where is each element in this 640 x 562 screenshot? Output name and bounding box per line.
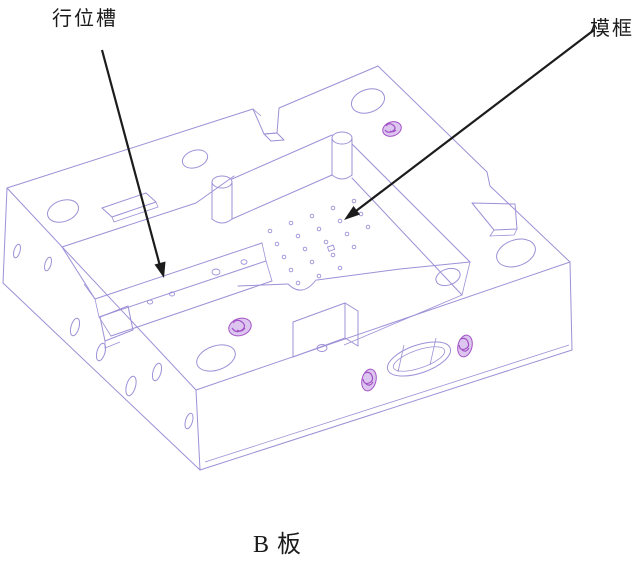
label-mold-frame: 模框 [590, 18, 634, 40]
pry-slot-hatched [457, 334, 473, 358]
threaded-hole-hatched [382, 121, 402, 137]
figure-caption: B 板 [253, 532, 303, 558]
ejector-hole-pattern [267, 198, 371, 286]
side-face-holes-left [13, 243, 194, 430]
top-face-holes [181, 88, 536, 372]
left-rim [46, 175, 235, 300]
front-tab [292, 302, 359, 358]
label-slider-slot: 行位槽 [52, 8, 118, 30]
leader-arrow-slider-slot [100, 49, 166, 278]
rear-edge-notch [252, 108, 285, 142]
pry-slot-hatched [361, 368, 377, 392]
mold-frame-pocket [211, 131, 518, 346]
threaded-hole-hatched [228, 317, 252, 337]
side-face-slot-right [386, 337, 452, 377]
slider-slot [83, 242, 273, 349]
plate-outline [2, 65, 573, 471]
leader-arrow-mold-frame [344, 29, 595, 220]
